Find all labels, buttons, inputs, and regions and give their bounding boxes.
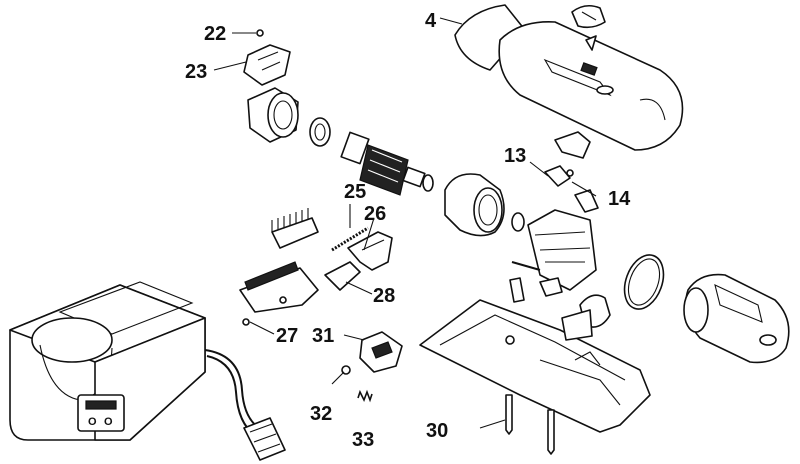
blade-drive-28 [324,261,361,291]
battery-cap [561,294,611,341]
end-cap [683,273,790,364]
callout-28: 28 [373,285,395,307]
charger-switch-left: O [88,416,97,428]
leader-lines [213,17,597,429]
callout-30: 30 [426,420,448,442]
magnet-sleeve [444,173,505,237]
callout-4: 4 [425,10,437,32]
switch-31 [359,331,403,373]
callout-26: 26 [364,203,386,225]
brush-holder-assembly [243,29,299,143]
spring-25 [331,226,369,252]
motor-armature [340,131,434,196]
callout-13: 13 [504,145,526,167]
lever-26 [347,231,393,271]
charging-stand: O O [9,281,286,461]
bearing-ring [309,117,331,147]
callout-22: 22 [204,23,226,45]
housing-screws [505,394,555,455]
seal-ring [623,254,665,310]
callout-25: 25 [344,181,366,203]
charger-switch-right: O [104,416,113,428]
callout-32: 32 [310,403,332,425]
callout-27: 27 [276,325,298,347]
upper-housing [454,4,684,151]
lower-housing [419,299,651,433]
power-switch-button [571,4,606,51]
screw-27 [242,318,250,326]
charger-control-panel [77,394,125,432]
comb-blade [271,208,319,249]
spring-33 [357,389,373,403]
cutting-blade [239,261,319,313]
callout-33: 33 [352,429,374,451]
callout-labels: 22 23 4 13 14 25 26 28 27 31 32 33 30 [185,10,631,451]
callout-31: 31 [312,325,334,347]
washer [511,212,525,232]
motor-frame-assembly [509,131,599,303]
callout-14: 14 [608,188,631,210]
callout-23: 23 [185,61,207,83]
